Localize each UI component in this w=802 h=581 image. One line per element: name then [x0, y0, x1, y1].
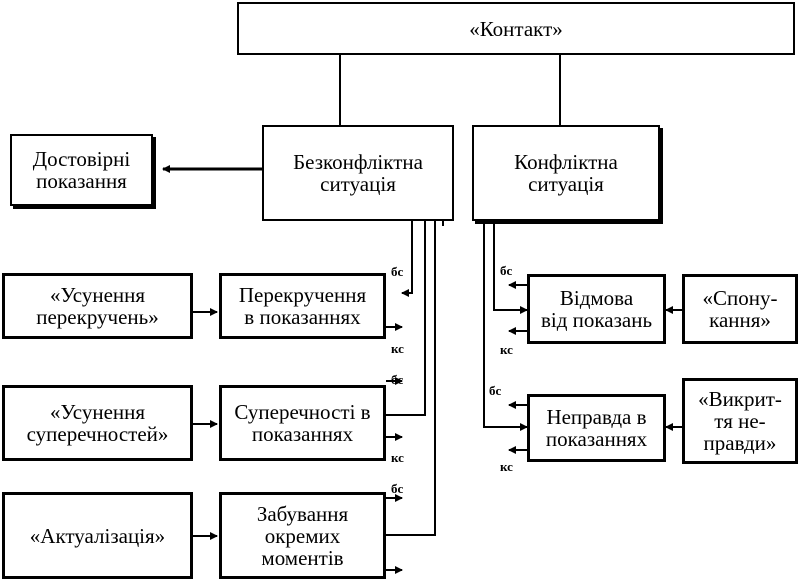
remove-distortion-box: «Усунення перекручень» [2, 273, 193, 339]
untruth-box: Неправда в показаннях [527, 394, 666, 462]
bs-label-distortion: бс [391, 264, 404, 279]
remove-contradiction-text: «Усунення суперечностей» [26, 400, 169, 446]
reliable-testimony-text: Достовірні показання [32, 147, 131, 193]
conflict-to-refusal-arrow [493, 224, 528, 314]
forgetting-text: Забування окремих моментів [256, 501, 349, 570]
distortion-text: Перекручення в показаннях [238, 283, 367, 329]
actualization-box: «Актуалізація» [2, 492, 193, 579]
stem-forgetting [386, 221, 436, 536]
ks-label-distortion: кс [391, 341, 404, 356]
contradiction-text: Суперечності в показаннях [234, 400, 371, 446]
contact-box: «Контакт» [237, 2, 795, 55]
refusal-box: Відмова від показань [527, 274, 666, 344]
ks-label-refusal: кс [500, 342, 513, 357]
motivation-text: «Спону- кання» [702, 286, 778, 332]
bs-label-contradiction: бс [391, 372, 404, 387]
bs-label-forgetting: бс [391, 481, 404, 496]
untruth-text: Неправда в показаннях [545, 405, 648, 451]
distortion-box: Перекручення в показаннях [219, 273, 386, 339]
refusal-text: Відмова від показань [540, 286, 653, 332]
exposure-box: «Викрит- тя не- правди» [682, 378, 798, 464]
conflict-to-untruth-arrow [483, 224, 528, 431]
nonconflict-situation-box: Безконфліктна ситуація [262, 125, 454, 221]
bs-label-refusal: бс [500, 263, 513, 278]
exposure-text: «Викрит- тя не- правди» [698, 387, 782, 455]
actualization-text: «Актуалізація» [29, 523, 166, 548]
bs-label-untruth: бс [489, 383, 502, 398]
bs-stem-distortion [401, 221, 413, 297]
stem-contradiction [386, 221, 426, 416]
conflict-situation-text: Конфліктна ситуація [514, 150, 618, 196]
ks-label-untruth: кс [500, 459, 513, 474]
contradiction-box: Суперечності в показаннях [219, 385, 386, 461]
contact-text: «Контакт» [469, 16, 563, 41]
forgetting-box: Забування окремих моментів [219, 492, 386, 579]
ks-label-contradiction: кс [391, 450, 404, 465]
reliable-testimony-box: Достовірні показання [10, 134, 153, 206]
nonconflict-situation-text: Безконфліктна ситуація [293, 150, 423, 196]
remove-contradiction-box: «Усунення суперечностей» [2, 385, 193, 461]
motivation-box: «Спону- кання» [682, 274, 798, 344]
conflict-situation-box: Конфліктна ситуація [472, 125, 660, 221]
remove-distortion-text: «Усунення перекручень» [36, 283, 159, 329]
